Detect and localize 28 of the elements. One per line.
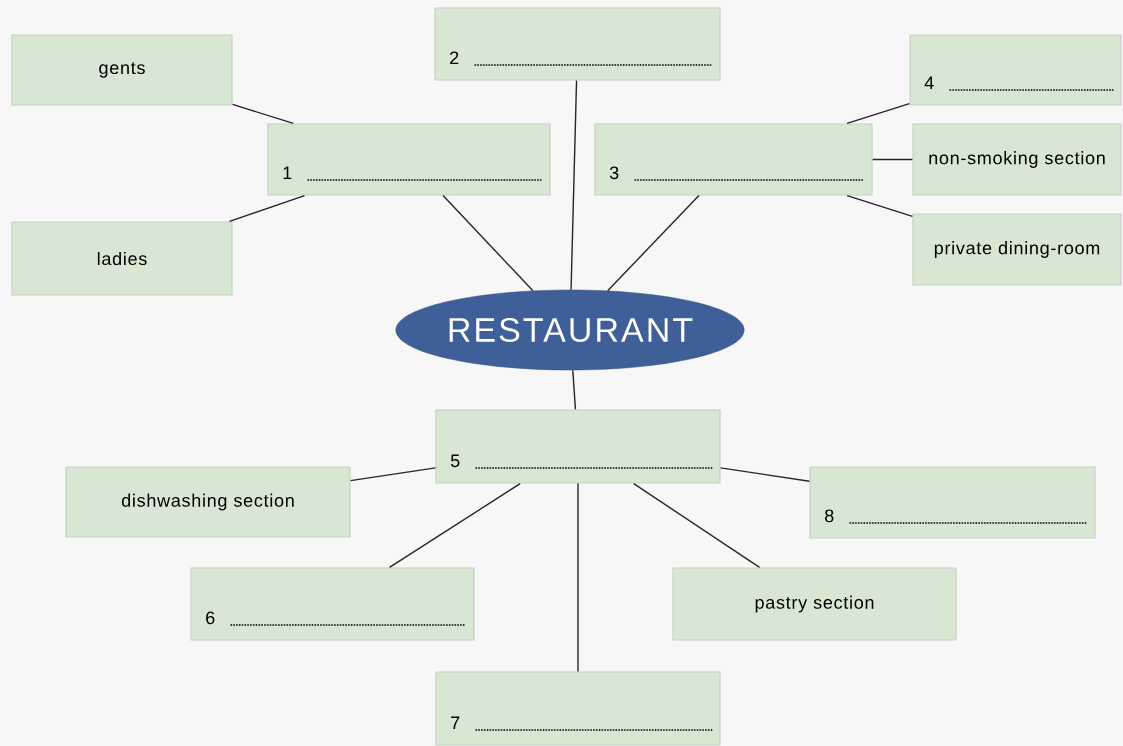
answer-box: 7	[435, 671, 721, 746]
connector-line	[231, 103, 294, 125]
label-box: non-smoking section	[912, 123, 1122, 196]
answer-box: 4	[909, 34, 1122, 106]
connector-line	[846, 194, 914, 217]
answer-box: 5	[435, 409, 721, 484]
connector-line	[572, 369, 577, 411]
answer-box: 6	[190, 567, 475, 641]
connector-line	[719, 467, 811, 482]
connector-line	[442, 194, 534, 292]
connector-line	[228, 194, 306, 223]
connector-line	[633, 482, 761, 569]
answer-box: 3	[594, 123, 873, 196]
connector-line	[570, 79, 578, 291]
connector-line	[349, 467, 437, 482]
label-box: dishwashing section	[65, 466, 351, 538]
answer-box: 8	[809, 466, 1096, 539]
label-box: private dining-room	[912, 213, 1122, 286]
connector-line	[388, 482, 521, 569]
connector-line	[577, 482, 579, 673]
label-box: gents	[11, 34, 233, 106]
connector-line	[846, 102, 911, 125]
connector-line	[871, 158, 914, 161]
label-box: ladies	[11, 221, 233, 296]
answer-box: 1	[267, 123, 551, 196]
answer-box: 2	[434, 7, 721, 81]
label-box: pastry section	[672, 567, 957, 641]
connector-line	[607, 194, 700, 292]
